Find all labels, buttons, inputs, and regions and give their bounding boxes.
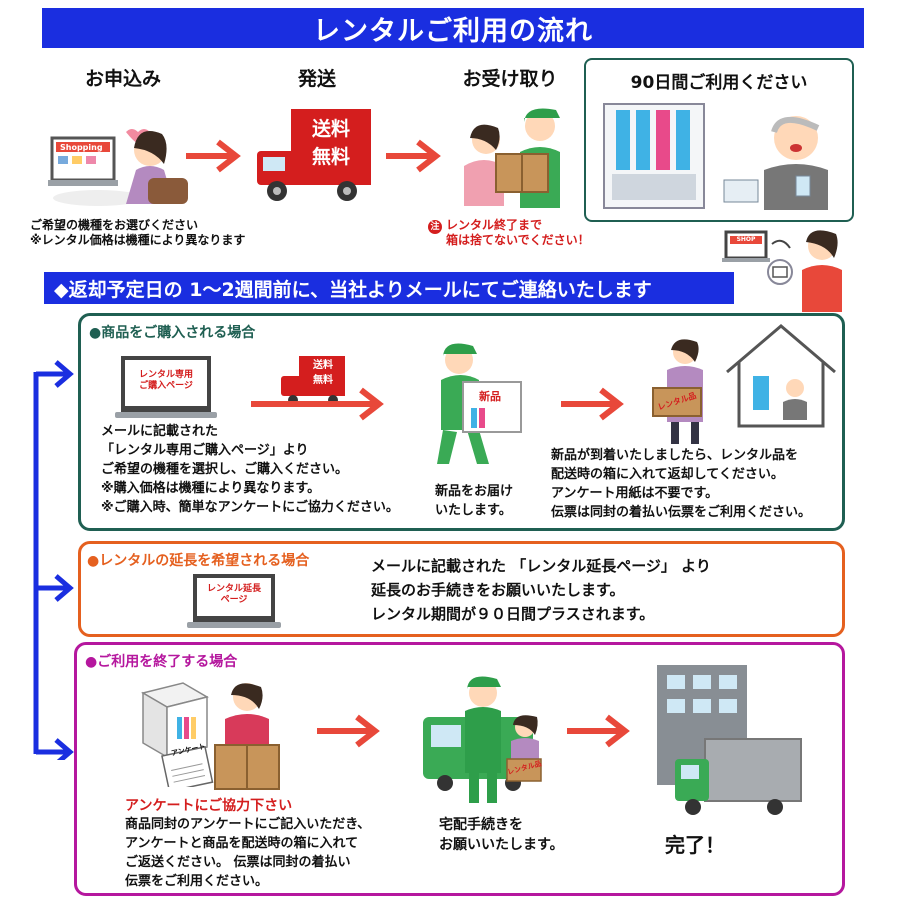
arrow-right-icon <box>251 387 384 421</box>
product-box-and-survey-illustration <box>141 682 214 787</box>
arrow-right-icon <box>386 139 441 173</box>
truck-stamp-line1: 送料 <box>311 118 350 140</box>
free-shipping-truck-illustration: 送料 無料 <box>255 105 375 205</box>
ship-procedure-line2: お願いいたします。 <box>439 837 564 853</box>
laptop-base <box>115 412 217 418</box>
purchase-screen-line2: ご購入ページ <box>139 381 193 391</box>
step-ship-label: 発送 <box>297 68 336 90</box>
warning-line1: レンタル終了まで <box>446 218 543 232</box>
extend-screen-line1: レンタル延長 <box>206 584 261 594</box>
woman-returning-parcel-illustration: レンタル品 <box>651 336 721 446</box>
water-server-and-drinker-illustration <box>603 103 828 210</box>
warehouse-truck-illustration <box>657 665 802 815</box>
small-stamp-line1: 送料 <box>313 360 333 371</box>
usage-period-box: 90日間ご利用ください <box>584 58 854 222</box>
return-line4: 伝票は同封の着払い伝票をご利用ください。 <box>551 505 812 520</box>
truck-stamp-line2: 無料 <box>311 146 350 168</box>
end-desc-line1: 商品同封のアンケートにご記入いただき、 <box>125 817 371 832</box>
purchase-desc-line1: メールに記載された <box>101 424 219 439</box>
extend-page-laptop-illustration: レンタル延長 ページ <box>193 574 275 622</box>
return-line2: 配送時の箱に入れて返却してください。 <box>551 467 784 482</box>
end-desc-line2: アンケートと商品を配送時の箱に入れて <box>125 836 359 851</box>
ship-procedure-line1: 宅配手続きを <box>439 817 523 833</box>
extend-screen-line2: ページ <box>220 595 248 605</box>
warning-line2: 箱は捨てないでください！ <box>446 233 590 247</box>
extend-line2: 延長のお手続きをお願いいたします。 <box>371 581 625 599</box>
purchase-page-laptop-illustration: レンタル専用 ご購入ページ <box>121 356 211 412</box>
purchase-screen-line1: レンタル専用 <box>138 370 193 380</box>
purchase-desc-line2: 「レンタル専用ご購入ページ」より <box>101 443 309 458</box>
purchase-section: ●商品をご購入される場合 レンタル専用 ご購入ページ 送料 無料 <box>78 313 845 531</box>
end-desc-line3: ご返送ください。 伝票は同封の着払い <box>125 855 351 870</box>
flow-connector-arrows-icon <box>33 360 74 760</box>
end-heading: ●ご利用を終了する場合 <box>85 654 238 670</box>
free-shipping-truck-small-illustration: 送料 無料 <box>279 354 349 406</box>
purchase-desc-line4: ※購入価格は機種により異なります。 <box>101 481 321 496</box>
woman-shopping-illustration: Shopping <box>48 100 198 210</box>
laptop-logo-text: Shopping <box>60 143 103 152</box>
arrow-right-icon <box>186 139 241 173</box>
house-illustration <box>726 324 836 428</box>
courier-new-product-illustration: 新品 <box>427 338 527 468</box>
delivery-line2: いたします。 <box>435 503 512 518</box>
shop-sign-text: SHOP <box>736 236 756 243</box>
purchase-heading: ●商品をご購入される場合 <box>89 325 256 341</box>
return-line3: アンケート用紙は不要です。 <box>551 486 719 501</box>
page-title: レンタルご利用の流れ <box>42 8 864 48</box>
courier-pickup-illustration <box>423 676 542 803</box>
return-line1: 新品が到着いたしましたら、レンタル品を <box>551 448 799 463</box>
extend-heading: ●レンタルの延長を希望される場合 <box>87 553 310 569</box>
step-apply-label: お申込み <box>84 68 161 90</box>
usage-period-label: 90日間ご利用ください <box>630 73 808 93</box>
return-notice-banner: ◆返却予定日の 1～2週間前に、当社よりメールにてご連絡いたします <box>44 272 734 304</box>
laptop-base <box>187 622 281 628</box>
small-stamp-line2: 無料 <box>313 375 333 386</box>
apply-note-line2: ※レンタル価格は機種により異なります <box>30 233 246 247</box>
courier-delivery-illustration <box>456 96 576 208</box>
email-notification-illustration: SHOP <box>722 222 852 312</box>
purchase-desc-line3: ご希望の機種を選択し、ご購入ください。 <box>101 462 349 477</box>
survey-request-title: アンケートにご協力下さい <box>125 798 293 814</box>
new-box-label: 新品 <box>479 390 501 403</box>
end-section: ●ご利用を終了する場合 アンケート レンタル品 <box>74 642 845 896</box>
completion-text: 完了！ <box>665 833 725 857</box>
end-desc-line4: 伝票をご利用ください。 <box>125 874 269 889</box>
arrow-right-icon <box>561 387 624 421</box>
delivery-line1: 新品をお届け <box>435 484 514 499</box>
arrow-right-icon <box>317 714 380 748</box>
arrow-right-icon <box>567 714 630 748</box>
step-receive-label: お受け取り <box>462 68 558 90</box>
apply-note-line1: ご希望の機種をお選びください <box>30 218 199 232</box>
woman-packing-illustration <box>214 683 280 790</box>
extend-section: ●レンタルの延長を希望される場合 レンタル延長 ページ メールに記載された 「レ… <box>78 541 845 637</box>
extend-line3: レンタル期間が９０日間プラスされます。 <box>371 605 655 623</box>
extend-line1: メールに記載された 「レンタル延長ページ」 より <box>371 557 711 575</box>
purchase-desc-line5: ※ご購入時、簡単なアンケートにご協力ください。 <box>101 500 399 515</box>
warning-badge: 注 <box>428 220 442 234</box>
